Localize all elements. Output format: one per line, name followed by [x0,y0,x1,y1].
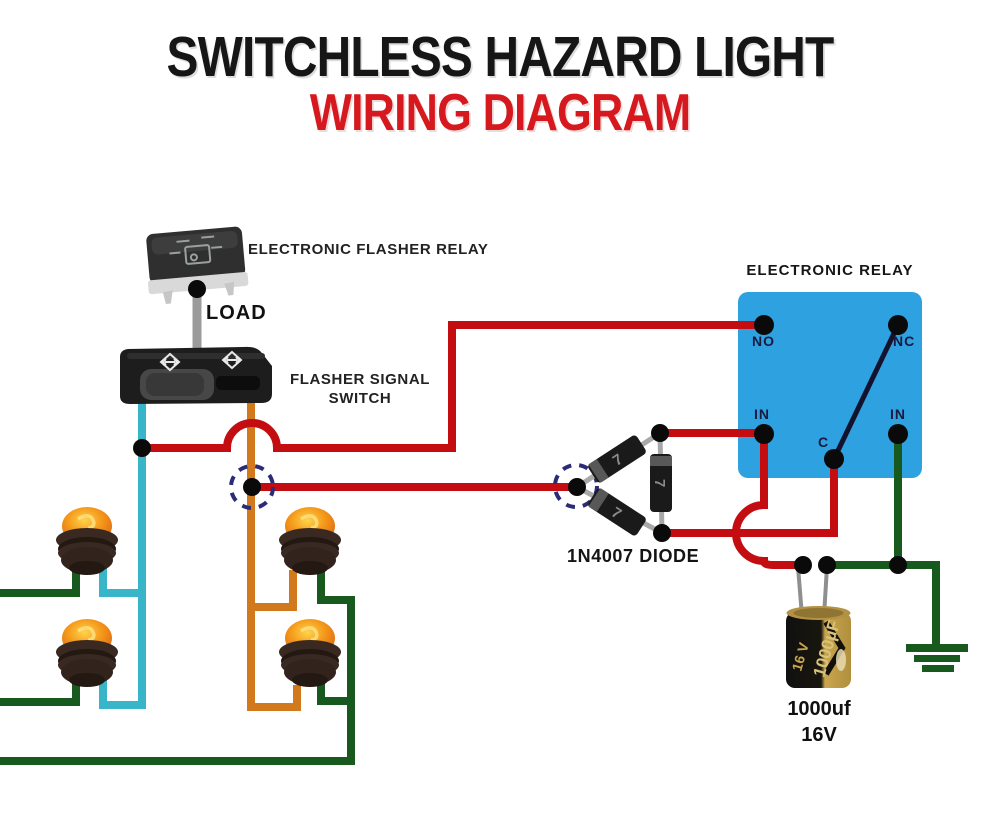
label-diode: 1N4007 DIODE [567,546,700,566]
red-wires [142,321,838,569]
wire-green-lamp4 [317,680,351,705]
signal-switch-component [120,346,272,404]
terminal-label-no: NO [752,333,775,349]
label-flasher-relay: ELECTRONIC FLASHER RELAY [248,241,489,258]
wire-green-lamp1 [0,570,80,597]
terminal-label-in-left: IN [754,406,770,422]
diode-group: 7 7 7 [588,435,672,536]
hazard-lamp-4 [277,617,343,689]
capacitor-body-voltage: 16 V [789,640,813,673]
diode-lower: 7 [588,488,646,536]
diode-upper: 7 [588,435,646,483]
hazard-lamp-3 [277,505,343,577]
ground-symbol [906,644,968,672]
label-capacitor: 1000uf 16V [769,696,869,748]
label-load: LOAD [206,302,267,324]
wire-orange-lamp3 [251,570,297,611]
dashed-connection-circle-left [229,464,275,510]
terminal-label-nc: NC [893,333,916,349]
wire-red-switch-to-no [142,321,757,452]
label-signal-switch: FLASHER SIGNAL SWITCH [278,370,442,408]
page-subtitle: WIRING DIAGRAM [309,84,691,143]
page-title-block: SWITCHLESS HAZARD LIGHT WIRING DIAGRAM [0,28,1000,141]
wire-cyan-lamp1 [99,566,142,597]
hazard-lamp-2 [54,617,120,689]
wire-red-diode-to-c [662,459,838,537]
wire-red-in-to-cap [732,434,800,569]
capacitor-component: 16 V 1000µF [786,606,851,688]
page-title: SWITCHLESS HAZARD LIGHT [166,25,835,89]
wire-orange-main [247,400,301,711]
wire-cyan-main [99,400,146,709]
dashed-connection-circle-right [553,463,599,509]
junction-dots [133,280,908,574]
wire-green-cap-to-ground [826,561,940,647]
label-signal-switch-line1: FLASHER SIGNAL [289,371,431,388]
diode-middle: 7 [650,454,672,512]
relay-arm [831,323,901,461]
wire-green-lamp2 [0,680,80,706]
wire-green-lamp3-to-bottom [0,568,355,765]
flasher-relay-icon [169,235,223,265]
electronic-relay-box [738,292,922,478]
label-capacitor-value: 1000uf [787,698,851,720]
switch-arrow-icon-right [221,350,243,370]
switch-arrow-icon-left [159,352,181,372]
terminal-label-common: C [818,434,830,450]
diode-marking: 7 [651,479,668,487]
label-signal-switch-line2: SWITCH [328,390,392,407]
label-electronic-relay: ELECTRONIC RELAY [746,262,914,279]
terminal-label-in-right: IN [890,406,906,422]
hazard-lamp-1 [54,505,120,577]
green-wires [0,434,940,765]
label-capacitor-voltage: 16V [801,724,837,746]
